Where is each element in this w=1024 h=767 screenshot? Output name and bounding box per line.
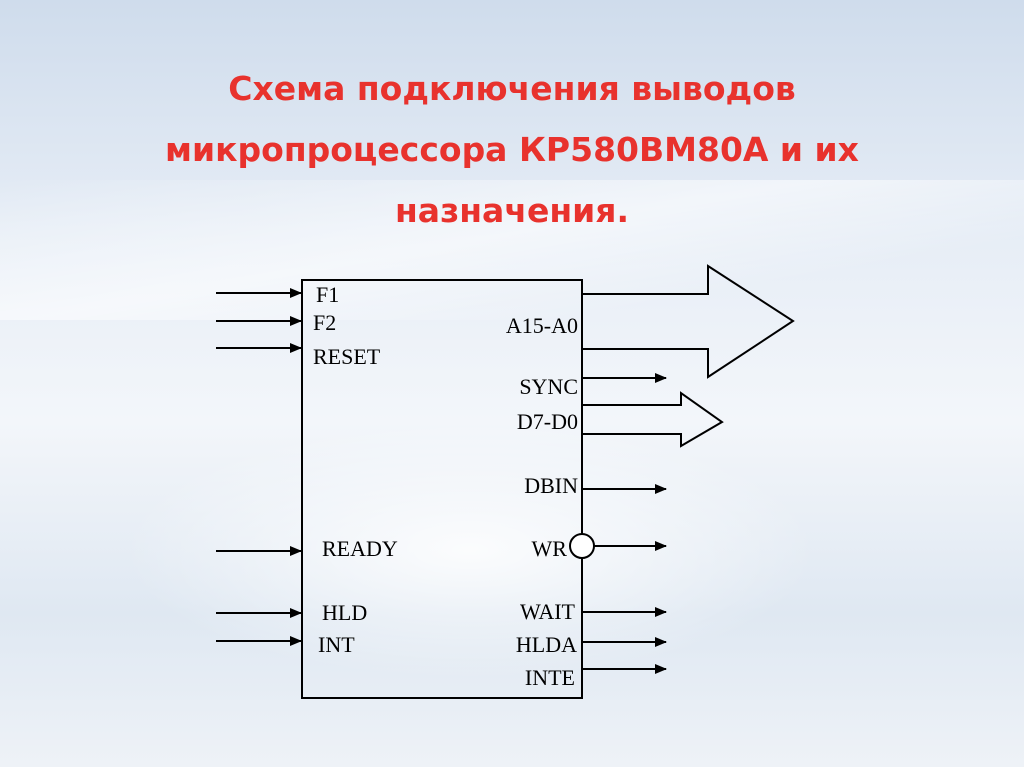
pin-label-f1: F1: [316, 282, 339, 307]
title-line-2: микропроцессора КР580ВМ80А и их: [165, 130, 859, 169]
inversion-bubble: [569, 533, 595, 559]
pin-label-d7-d0: D7-D0: [517, 409, 578, 434]
pin-label-reset: RESET: [313, 344, 381, 369]
pin-label-hlda: HLDA: [516, 632, 577, 657]
background-streak: [0, 180, 1024, 320]
pin-label-int: INT: [318, 632, 355, 657]
pin-label-f2: F2: [313, 310, 336, 335]
title-line-1: Схема подключения выводов: [228, 69, 796, 108]
pin-label-a15-a0: A15-A0: [506, 313, 578, 338]
pin-label-wait: WAIT: [520, 599, 576, 624]
data-bus-arrow: [583, 391, 724, 448]
pin-label-inte: INTE: [525, 665, 575, 690]
pin-label-hld: HLD: [322, 600, 367, 625]
title-line-3: назначения.: [395, 191, 629, 230]
slide-title: Схема подключения выводов микропроцессор…: [40, 58, 984, 241]
pin-label-sync: SYNC: [519, 374, 578, 399]
pin-label-wr: WR: [532, 536, 568, 561]
pin-label-ready: READY: [322, 536, 398, 561]
address-bus-arrow: [583, 264, 795, 379]
pin-label-dbin: DBIN: [524, 473, 578, 498]
chip-body: [301, 279, 583, 699]
